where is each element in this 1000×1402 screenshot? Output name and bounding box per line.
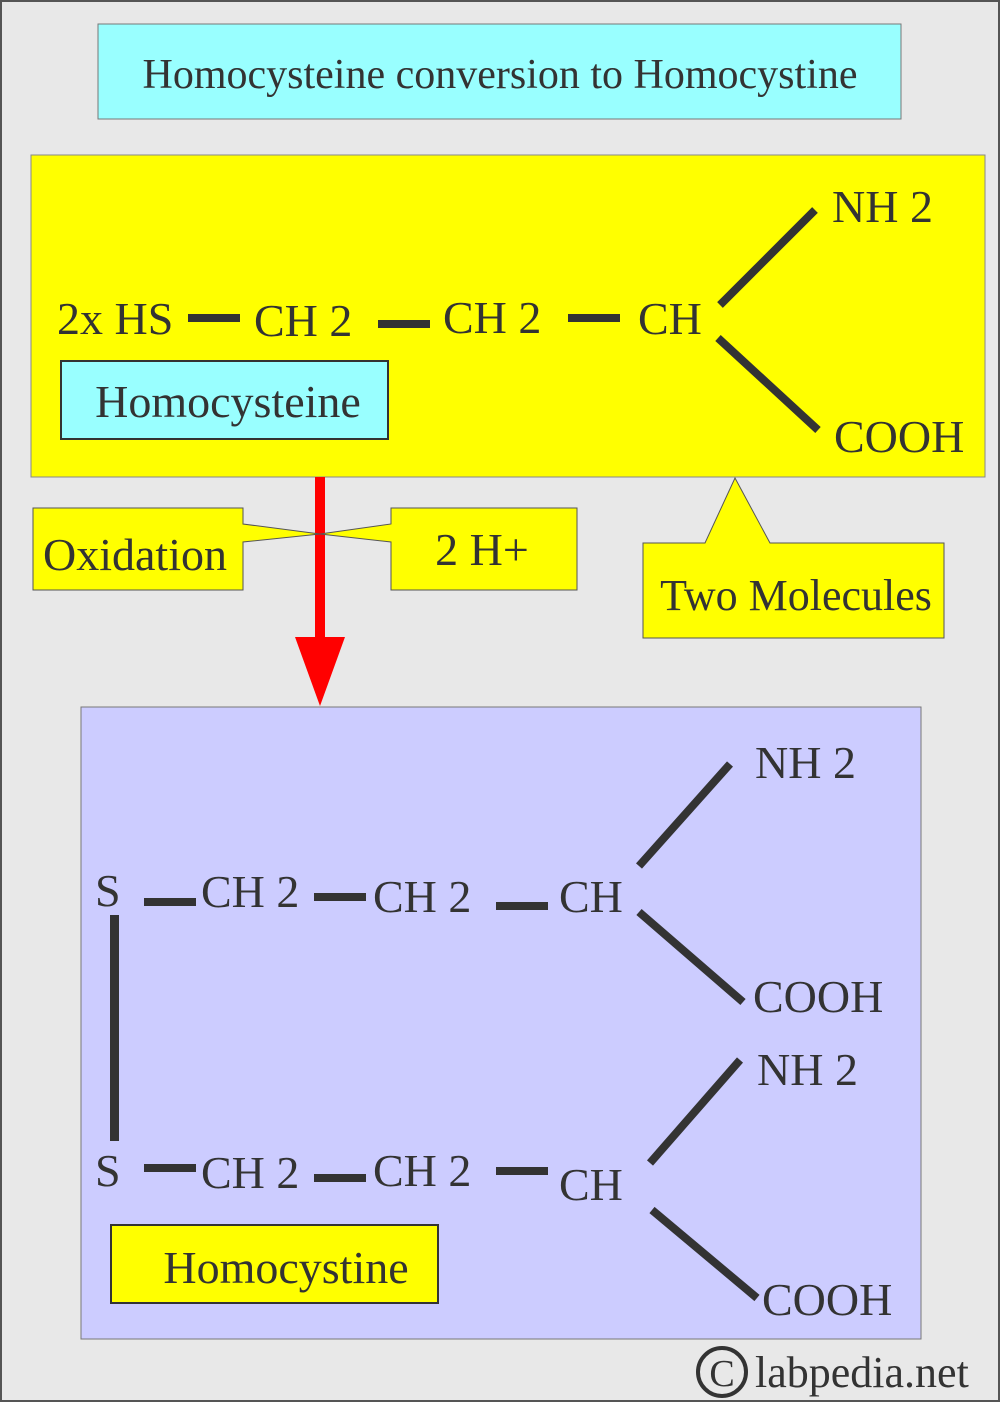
hs-prefix: 2x HS xyxy=(57,293,173,344)
bond xyxy=(636,761,733,869)
ch-group: CH xyxy=(559,1159,623,1210)
ch2-group: CH 2 xyxy=(254,295,352,346)
copyright-icon xyxy=(696,1346,748,1398)
title-box xyxy=(97,23,902,120)
bond xyxy=(144,898,196,906)
bond xyxy=(496,1167,548,1175)
ch-group: CH xyxy=(638,293,702,344)
ch2-group: CH 2 xyxy=(201,866,299,917)
bond xyxy=(649,1206,760,1302)
reaction-arrow xyxy=(295,477,345,706)
disulfide-bond xyxy=(110,915,119,1141)
sulfur-atom: S xyxy=(95,1145,121,1196)
bond xyxy=(568,314,620,322)
nh2-group: NH 2 xyxy=(755,737,856,788)
two-molecules-label: Two Molecules xyxy=(660,571,932,620)
cooh-group: COOH xyxy=(834,411,964,462)
title: Homocysteine conversion to Homocystine xyxy=(142,52,857,98)
bond xyxy=(636,908,746,1006)
bond xyxy=(496,902,548,910)
homocystine-panel: S CH 2 CH 2 CH NH 2 COOH S CH 2 CH 2 CH … xyxy=(80,706,922,1340)
hydrogen-label: 2 H+ xyxy=(435,524,529,575)
homocysteine-label-box xyxy=(60,360,389,440)
bond xyxy=(314,893,366,901)
bond xyxy=(188,314,240,322)
cooh-group: COOH xyxy=(753,971,883,1022)
ch2-group: CH 2 xyxy=(373,871,471,922)
bond xyxy=(646,1057,744,1166)
bond xyxy=(144,1164,196,1172)
two-molecules-callout: Two Molecules xyxy=(642,476,945,639)
ch2-group: CH 2 xyxy=(201,1147,299,1198)
oxidation-callout: Oxidation xyxy=(32,507,321,591)
ch2-group: CH 2 xyxy=(373,1145,471,1196)
homocysteine-panel: 2x HS CH 2 CH 2 CH NH 2 COOH Homocystein… xyxy=(30,154,986,478)
bond xyxy=(378,320,430,328)
bond xyxy=(717,207,818,308)
oxidation-label: Oxidation xyxy=(43,529,227,580)
homocystine-label: Homocystine xyxy=(163,1242,408,1293)
cooh-group: COOH xyxy=(762,1274,892,1325)
copyright-symbol: C xyxy=(709,1353,734,1395)
nh2-group: NH 2 xyxy=(832,181,933,232)
sulfur-atom: S xyxy=(95,865,121,916)
ch-group: CH xyxy=(559,871,623,922)
watermark: C labpedia.net xyxy=(696,1346,969,1398)
bond xyxy=(314,1174,366,1182)
ch2-group: CH 2 xyxy=(443,292,541,343)
bond xyxy=(715,335,821,433)
hydrogen-callout: 2 H+ xyxy=(319,507,578,591)
watermark-text: labpedia.net xyxy=(755,1348,969,1397)
nh2-group: NH 2 xyxy=(757,1044,858,1095)
homocystine-label-box xyxy=(110,1224,439,1304)
homocysteine-label: Homocysteine xyxy=(95,376,361,427)
